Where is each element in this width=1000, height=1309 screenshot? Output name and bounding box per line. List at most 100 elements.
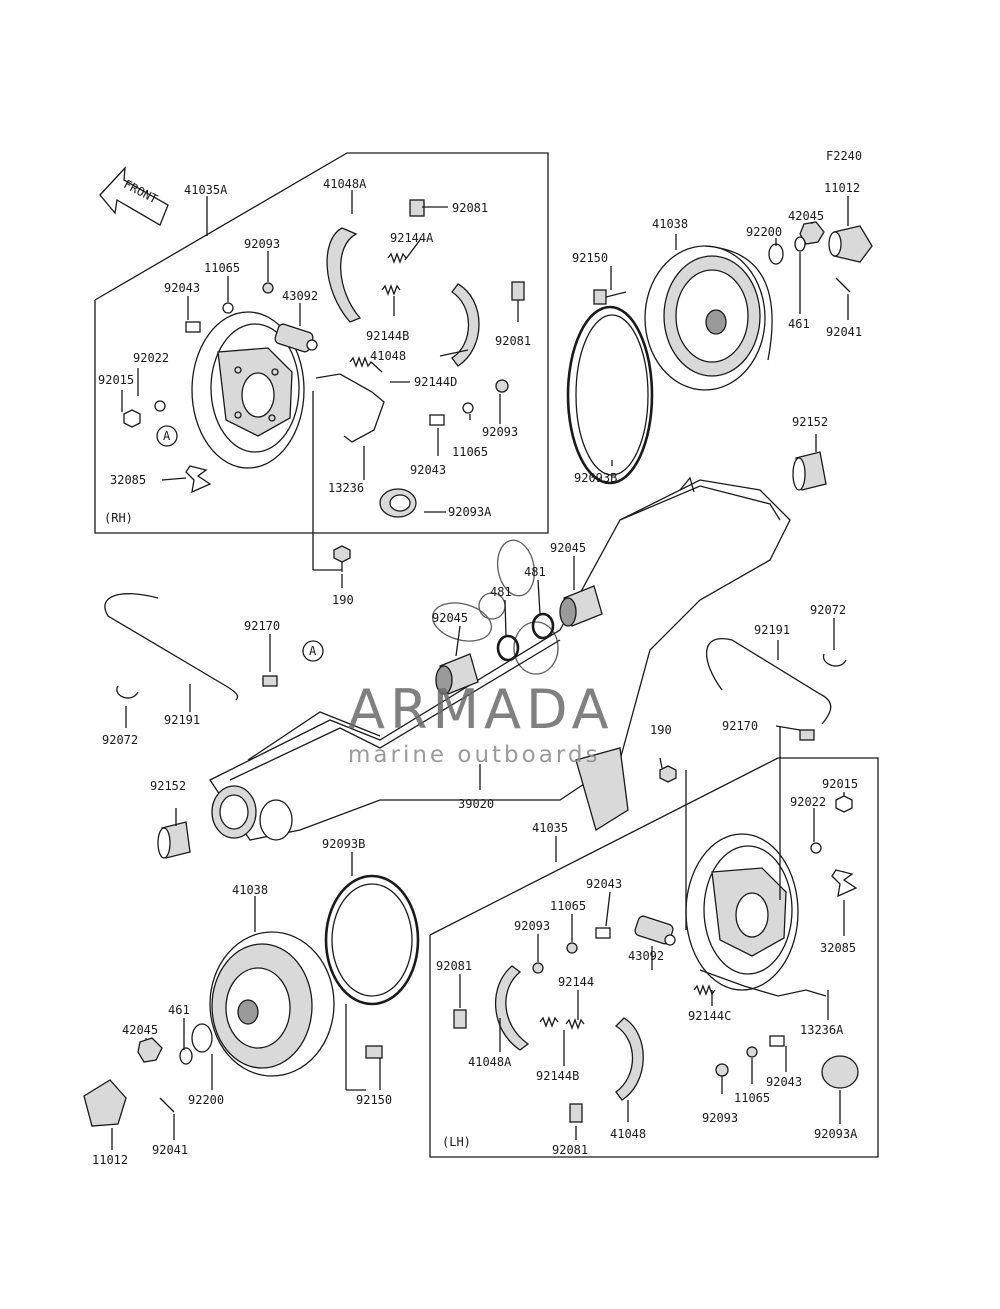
label-41048A-lh: 41048A bbox=[468, 1055, 512, 1069]
label-39020: 39020 bbox=[458, 797, 494, 811]
seal-ring-92093B-bottom bbox=[324, 874, 420, 1006]
label-92150-bot: 92150 bbox=[356, 1093, 392, 1107]
label-92041-top: 92041 bbox=[826, 325, 862, 339]
lh-washer-92022 bbox=[810, 842, 822, 854]
label-190-mid: 190 bbox=[650, 723, 672, 737]
lh-washer-11065 bbox=[566, 942, 578, 954]
label-92041-bot: 92041 bbox=[152, 1143, 188, 1157]
rh-washer-92022 bbox=[154, 400, 166, 412]
rh-clip-32085 bbox=[185, 465, 212, 494]
label-190-top: 190 bbox=[332, 593, 354, 607]
lh-clip-32085 bbox=[831, 869, 858, 898]
seal-ring-92093B-top bbox=[566, 305, 654, 485]
rh-nut-92015 bbox=[123, 409, 141, 428]
label-41038-top: 41038 bbox=[652, 217, 688, 231]
part-labels: F2240 (RH) (LH) A A 41035A 41048A 92081 … bbox=[92, 149, 862, 1167]
label-42045-top: 42045 bbox=[788, 209, 824, 223]
label-461-top: 461 bbox=[788, 317, 810, 331]
bearing-92152-left bbox=[157, 821, 191, 859]
lh-panel-label: (LH) bbox=[442, 1135, 471, 1149]
label-92043-lh2: 92043 bbox=[766, 1075, 802, 1089]
label-92045-a: 92045 bbox=[550, 541, 586, 555]
bolt-92150-bottom bbox=[365, 1045, 383, 1059]
label-11012-bot: 11012 bbox=[92, 1153, 128, 1167]
washer-92200-top bbox=[768, 243, 784, 265]
label-92093B-bot: 92093B bbox=[322, 837, 365, 851]
label-92043-rh2: 92043 bbox=[410, 463, 446, 477]
rh-lever-13236 bbox=[315, 373, 385, 443]
label-43092-lh: 43092 bbox=[628, 949, 664, 963]
rh-panel-frame bbox=[94, 152, 549, 534]
label-92093A-lh: 92093A bbox=[814, 1127, 858, 1141]
label-92022-rh: 92022 bbox=[133, 351, 169, 365]
label-41048-lh: 41048 bbox=[610, 1127, 646, 1141]
label-92200-bot: 92200 bbox=[188, 1093, 224, 1107]
label-41048A-rh: 41048A bbox=[323, 177, 367, 191]
label-92072-l: 92072 bbox=[102, 733, 138, 747]
ring-481-b bbox=[496, 634, 520, 662]
lh-spring-92144B bbox=[539, 1016, 559, 1028]
lh-washer-11065-2 bbox=[746, 1046, 758, 1058]
label-11012-top: 11012 bbox=[824, 181, 860, 195]
label-92045-b: 92045 bbox=[432, 611, 468, 625]
rh-brake-shoe-41048A bbox=[326, 227, 362, 323]
clamp-92170-right bbox=[799, 729, 815, 741]
label-92191-r: 92191 bbox=[754, 623, 790, 637]
label-461-bot: 461 bbox=[168, 1003, 190, 1017]
label-43092-rh: 43092 bbox=[282, 289, 318, 303]
label-92081-rh2: 92081 bbox=[495, 334, 531, 348]
hub-cap-11012-top bbox=[828, 225, 873, 263]
lh-panel-frame bbox=[429, 757, 879, 1158]
label-92170-l: 92170 bbox=[244, 619, 280, 633]
lh-spring-92144 bbox=[565, 1018, 585, 1030]
axle-housing-39020 bbox=[209, 476, 791, 841]
lh-washer-92093-2 bbox=[715, 1063, 729, 1077]
marker-a-rh-label: A bbox=[163, 429, 171, 443]
label-32085-rh: 32085 bbox=[110, 473, 146, 487]
rh-washer-11065 bbox=[222, 302, 234, 314]
label-92043-rh: 92043 bbox=[164, 281, 200, 295]
rh-wheel-cylinder bbox=[274, 323, 318, 353]
label-11065-rh: 11065 bbox=[204, 261, 240, 275]
lh-clip-92081-a bbox=[453, 1009, 467, 1029]
lh-clip-92081-b bbox=[569, 1103, 583, 1123]
watermark-propeller-logo bbox=[432, 539, 559, 675]
label-92093B-top: 92093B bbox=[574, 471, 617, 485]
leader-lines bbox=[111, 190, 849, 1150]
label-92022-lh: 92022 bbox=[790, 795, 826, 809]
lh-brake-shoe-41048 bbox=[614, 1017, 644, 1101]
label-92152-top: 92152 bbox=[792, 415, 828, 429]
label-92093-lh2: 92093 bbox=[702, 1111, 738, 1125]
label-92081-lh1: 92081 bbox=[436, 959, 472, 973]
rh-pin-92043-2 bbox=[429, 414, 445, 426]
rh-spring-92144B bbox=[381, 284, 401, 296]
label-92144: 92144 bbox=[558, 975, 594, 989]
label-92081-lh2: 92081 bbox=[552, 1143, 588, 1157]
washer-92200-bottom bbox=[191, 1023, 213, 1053]
drum-41038-top bbox=[644, 245, 773, 391]
label-11065-lh2: 11065 bbox=[734, 1091, 770, 1105]
lh-washer-92093 bbox=[532, 962, 544, 974]
bushing-92045-upper bbox=[559, 585, 603, 627]
rh-panel-label: (RH) bbox=[104, 511, 133, 525]
label-92093A-rh: 92093A bbox=[448, 505, 492, 519]
label-92191-l: 92191 bbox=[164, 713, 200, 727]
rh-backing-plate bbox=[191, 311, 305, 469]
label-92170-r: 92170 bbox=[722, 719, 758, 733]
label-42045-bot: 42045 bbox=[122, 1023, 158, 1037]
label-11065-lh: 11065 bbox=[550, 899, 586, 913]
hub-cap-11012-bottom bbox=[83, 1079, 127, 1127]
lh-brake-shoe-41048A bbox=[494, 965, 530, 1051]
label-92150-top: 92150 bbox=[572, 251, 608, 265]
lh-backing-plate bbox=[685, 833, 799, 991]
lh-nut-92015 bbox=[835, 795, 853, 813]
rh-brake-shoe-41048 bbox=[451, 283, 480, 367]
cotter-pin-92041-bottom bbox=[159, 1097, 175, 1113]
lh-lever-13236A bbox=[699, 969, 827, 997]
rh-clip-92081-a bbox=[409, 199, 425, 217]
label-92152-l: 92152 bbox=[150, 779, 186, 793]
hose-92191-right bbox=[706, 637, 832, 725]
hose-92191-left bbox=[104, 593, 239, 701]
